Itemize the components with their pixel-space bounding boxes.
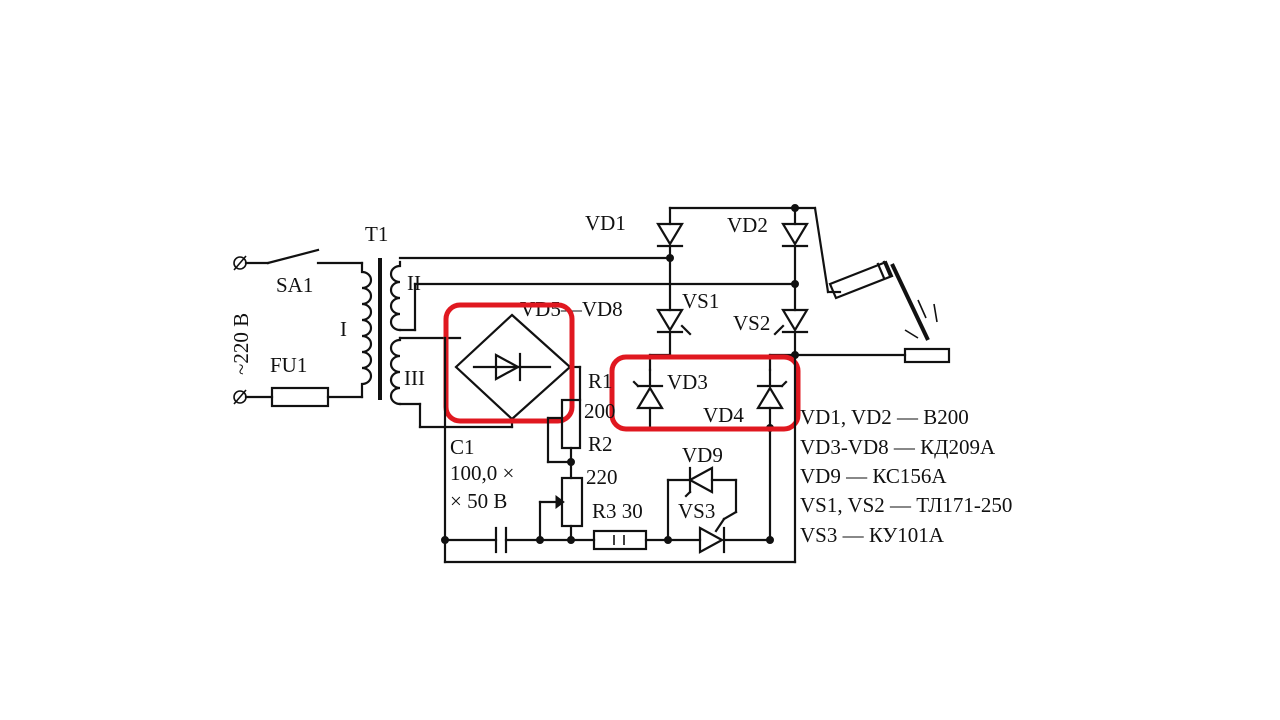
input-terminal-top (233, 255, 247, 271)
vd2-label: VD2 (727, 213, 768, 237)
resistor-r1 (546, 398, 582, 480)
winding-i-label: I (340, 317, 347, 341)
spec-item: VS3 — КУ101А (800, 523, 945, 547)
node-dot (666, 254, 674, 262)
r2-label: R2 (588, 432, 613, 456)
spec-item: VD9 — КС156А (800, 464, 947, 488)
switch-sa1 (244, 248, 364, 265)
winding-ii-wiring (398, 256, 797, 332)
vd1-vs1-branch (648, 206, 817, 372)
r1-value: 200 (584, 399, 616, 423)
c1-label: C1 (450, 435, 475, 459)
node-dot (766, 536, 774, 544)
fuse-label: FU1 (270, 353, 307, 377)
spec-list: VD1, VD2 — В200 VD3-VD8 — КД209А VD9 — К… (800, 405, 1012, 547)
left-rail (443, 336, 797, 564)
highlight-vd3-vd4 (609, 354, 801, 432)
vd4-label: VD4 (703, 403, 744, 427)
winding-iii-label: III (404, 366, 425, 390)
spec-item: VD3-VD8 — КД209А (800, 435, 996, 459)
vd9-label: VD9 (682, 443, 723, 467)
vs1-label: VS1 (682, 289, 719, 313)
node-dot (791, 204, 799, 212)
vs2-label: VS2 (733, 311, 770, 335)
spark-icon (904, 299, 938, 339)
zener-vd9 (666, 466, 738, 542)
input-terminal-bottom (233, 389, 247, 405)
r3-label: R3 30 (592, 499, 643, 523)
vd1-label: VD1 (585, 211, 626, 235)
spec-item: VS1, VS2 — ТЛ171-250 (800, 493, 1012, 517)
node-dot (536, 536, 544, 544)
r1-label: R1 (588, 369, 613, 393)
spec-item: VD1, VD2 — В200 (800, 405, 969, 429)
c1-value-line1: 100,0 × (450, 461, 514, 485)
zener-vd3 (632, 368, 664, 430)
thyristor-vs3 (698, 517, 772, 554)
transformer-t1 (360, 258, 402, 406)
electrode-holder (813, 206, 930, 341)
vs3-label: VS3 (678, 499, 715, 523)
node-dot (567, 458, 575, 466)
workpiece (903, 347, 951, 364)
c1-value-line2: × 50 В (450, 489, 507, 513)
resistor-r3 (592, 529, 702, 551)
winding-iii-wiring (398, 336, 514, 429)
vd2-vs2-branch (768, 206, 907, 372)
node-dot (567, 536, 575, 544)
node-dot (791, 280, 799, 288)
transformer-label: T1 (365, 222, 388, 246)
potentiometer-r2 (538, 476, 584, 542)
r2-value: 220 (586, 465, 618, 489)
capacitor-c1 (443, 526, 596, 554)
switch-label: SA1 (276, 273, 313, 297)
mains-voltage-label: ~220 В (229, 313, 253, 375)
zener-vd4 (756, 368, 788, 542)
node-dot (441, 536, 449, 544)
fuse-fu1 (244, 386, 364, 408)
vd3-label: VD3 (667, 370, 708, 394)
